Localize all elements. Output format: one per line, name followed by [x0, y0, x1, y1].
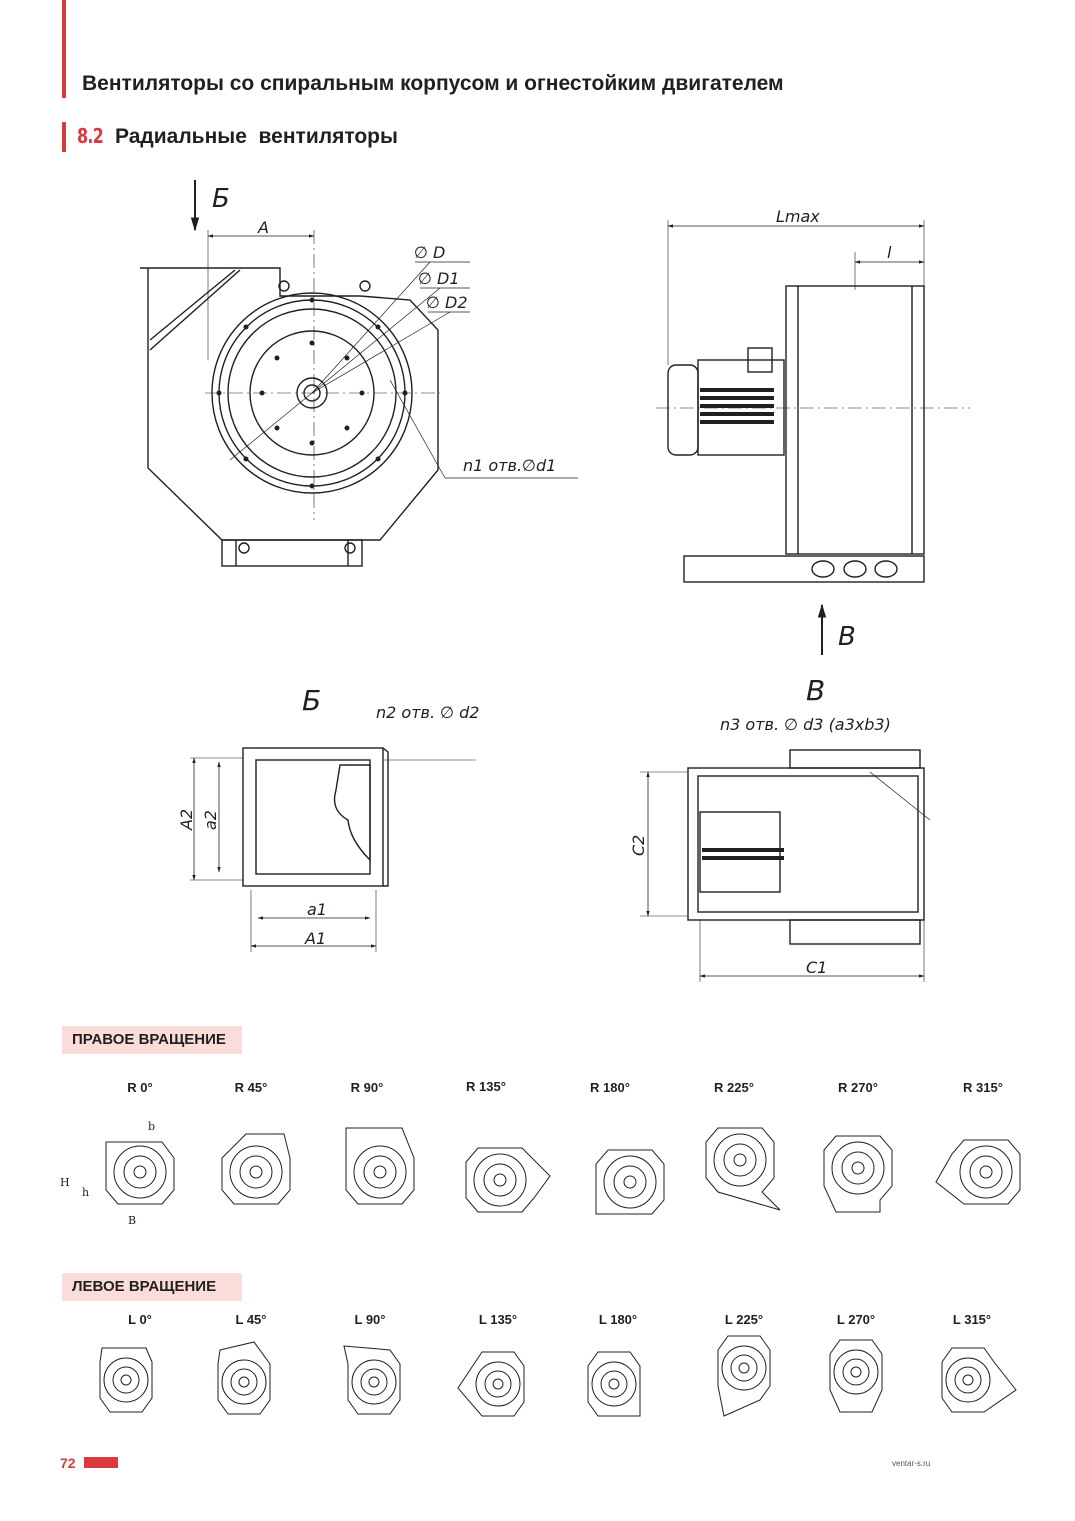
rotation-label-r45: R 45°	[234, 1080, 268, 1095]
right-rotation-diagrams	[105, 1127, 1021, 1215]
rotation-label-r90: R 90°	[350, 1080, 384, 1095]
view-b-arrow-label: Б	[212, 184, 230, 214]
rotation-label-l225: L 225°	[724, 1312, 764, 1327]
rotation-label-r315: R 315°	[963, 1080, 1003, 1095]
dim-l-label: l	[887, 243, 892, 262]
dim-a2-lower-label: a2	[201, 810, 220, 830]
page-number-bar	[84, 1457, 118, 1468]
rotation-label-l0: L 0°	[128, 1312, 152, 1327]
rotation-label-r180: R 180°	[590, 1080, 630, 1095]
section-title: Радиальные вентиляторы	[115, 125, 398, 148]
view-v-drawing	[640, 749, 931, 982]
page-title: Вентиляторы со спиральным корпусом и огн…	[82, 72, 784, 95]
view-v-title: В	[806, 674, 825, 707]
dim-d-label: ∅ D	[414, 243, 445, 262]
side-view-motor-fins	[700, 388, 774, 424]
website-link[interactable]: ventar-s.ru	[892, 1459, 931, 1468]
dim-c1-label: C1	[806, 958, 827, 977]
dim-a-label: A	[257, 218, 269, 237]
dim-d2-label: ∅ D2	[426, 293, 468, 312]
rotation-label-l180: L 180°	[598, 1312, 638, 1327]
section-accent-bar	[62, 122, 66, 152]
dim-a2-upper-label: A2	[177, 809, 196, 831]
rotation-diagram-r270	[823, 1135, 893, 1213]
dim-a1-lower-label: a1	[307, 900, 327, 919]
right-rotation-dim-letters: H h b B	[60, 1120, 155, 1227]
left-rotation-diagrams	[99, 1335, 1017, 1417]
front-view-drawing	[140, 180, 578, 567]
dim-b-letter: B	[128, 1214, 136, 1227]
rotation-diagram-r225	[705, 1127, 781, 1211]
rotation-label-r135: R 135°	[466, 1079, 506, 1094]
rotation-diagram-l315	[941, 1347, 1017, 1413]
header-accent-bar	[62, 0, 66, 98]
rotation-diagram-l225	[717, 1335, 771, 1417]
dim-c2-label: C2	[629, 835, 648, 856]
holes-n3-label: n3 отв. ∅ d3 (a3xb3)	[720, 715, 891, 734]
rotation-label-l135: L 135°	[478, 1312, 518, 1327]
dim-d1-label: ∅ D1	[418, 269, 460, 288]
dim-h-letter: H	[60, 1176, 70, 1189]
page-number: 72	[60, 1455, 76, 1471]
rotation-diagram-l270	[829, 1339, 883, 1413]
left-rotation-banner: ЛЕВОЕ ВРАЩЕНИЕ	[62, 1273, 242, 1301]
right-rotation-banner: ПРАВОЕ ВРАЩЕНИЕ	[62, 1026, 242, 1054]
section-number: 8.2	[77, 124, 104, 148]
rotation-diagram-r135	[465, 1147, 551, 1213]
rotation-label-l90: L 90°	[354, 1312, 386, 1327]
rotation-diagram-l45	[217, 1341, 271, 1415]
rotation-label-r270: R 270°	[838, 1080, 878, 1095]
holes-n1-label: n1 отв.∅d1	[463, 456, 556, 475]
rotation-label-r0: R 0°	[127, 1080, 153, 1095]
rotation-diagram-r0	[105, 1141, 175, 1205]
rotation-diagram-r180	[595, 1149, 665, 1215]
rotation-diagram-l0	[99, 1347, 153, 1413]
rotation-diagram-r45	[221, 1133, 291, 1205]
side-view-drawing	[656, 220, 970, 583]
rotation-diagram-l180	[587, 1351, 641, 1417]
holes-n2-label: n2 отв. ∅ d2	[376, 703, 479, 722]
dim-h-small-letter: h	[82, 1186, 89, 1199]
view-b-title: Б	[302, 684, 321, 717]
rotation-diagram-r315	[935, 1139, 1021, 1205]
rotation-label-r225: R 225°	[714, 1080, 754, 1095]
view-v-arrow-label: В	[838, 622, 856, 652]
rotation-label-l270: L 270°	[836, 1312, 876, 1327]
dim-a1-upper-label: A1	[304, 929, 326, 948]
rotation-diagram-r90	[345, 1127, 415, 1205]
rotation-diagram-l135	[457, 1351, 525, 1417]
view-v-motor-band	[702, 848, 784, 860]
dim-lmax-label: Lmax	[776, 207, 820, 226]
rotation-label-l315: L 315°	[952, 1312, 992, 1327]
view-b-drawing	[190, 747, 476, 952]
rotation-label-l45: L 45°	[235, 1312, 267, 1327]
rotation-diagram-l90	[343, 1345, 401, 1415]
front-view-bolt-holes	[216, 297, 408, 489]
dim-b-small-letter: b	[148, 1120, 155, 1133]
